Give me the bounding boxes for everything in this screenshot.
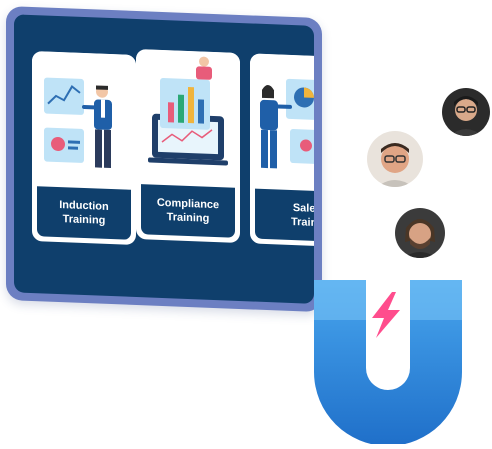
lightning-bolt-icon [372,292,400,338]
presenter-illustration [32,50,136,183]
user-avatar-3 [395,208,445,258]
card-label: Compliance Training [141,184,235,238]
training-screen-frame: Induction Training [6,6,322,313]
training-screen: Induction Training [14,14,314,304]
card-induction-training[interactable]: Induction Training [32,50,136,245]
card-label: Induction Training [37,186,131,240]
monitor-chart-illustration [136,48,240,181]
card-label: Sale Train [255,188,314,243]
user-avatar-2 [367,131,423,187]
card-compliance-training[interactable]: Compliance Training [136,48,240,243]
magnet-illustration [310,280,466,449]
card-sales-training[interactable]: Sale Train [250,53,314,248]
user-avatar-1 [442,88,490,136]
woman-presenter-illustration [250,53,314,186]
